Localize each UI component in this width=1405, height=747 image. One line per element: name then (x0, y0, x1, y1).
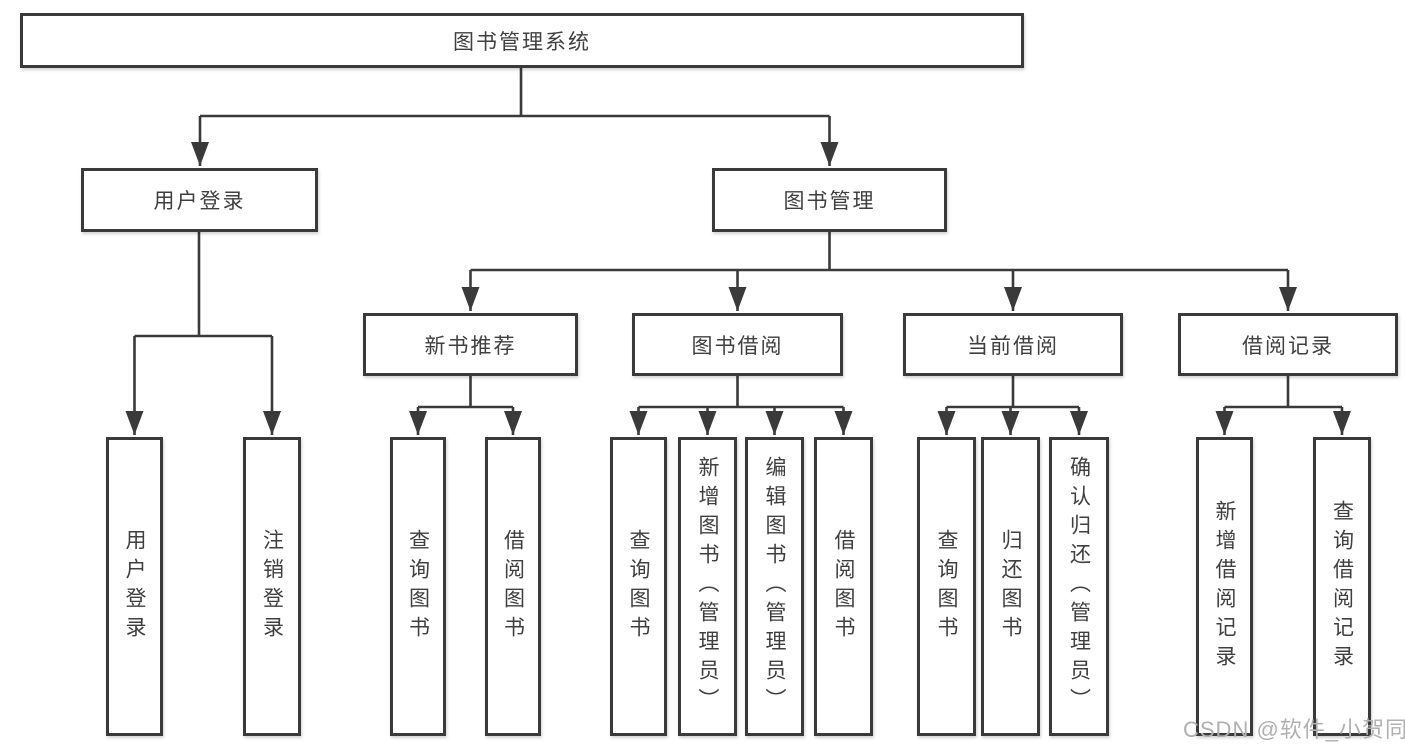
node-new-book-recommendation: 新书推荐 (363, 313, 578, 376)
leaf-query-books-borrowing: 查询图书 (610, 437, 667, 736)
leaf-query-borrow-record: 查询借阅记录 (1313, 437, 1371, 736)
leaf-add-books-admin: 新增图书（管理员） (678, 437, 737, 736)
leaf-edit-books-admin: 编辑图书（管理员） (745, 437, 804, 736)
leaf-borrow-books-borrowing: 借阅图书 (814, 437, 873, 736)
leaf-confirm-return-admin: 确认归还（管理员） (1049, 437, 1109, 736)
node-current-borrowing: 当前借阅 (903, 313, 1123, 376)
leaf-query-books-current: 查询图书 (917, 437, 976, 736)
leaf-return-books: 归还图书 (981, 437, 1040, 736)
csdn-watermark: CSDN @软件_小贺同学 (1183, 717, 1405, 742)
leaf-logout-login: 注销登录 (243, 437, 301, 736)
node-library-management-system: 图书管理系统 (20, 13, 1024, 68)
node-borrowing-records: 借阅记录 (1178, 313, 1398, 376)
leaf-add-borrow-record: 新增借阅记录 (1196, 437, 1253, 736)
node-user-login: 用户登录 (81, 168, 318, 232)
leaf-borrow-books-recommendation: 借阅图书 (485, 437, 541, 736)
leaf-user-login: 用户登录 (106, 437, 163, 736)
node-book-management: 图书管理 (712, 168, 947, 232)
leaf-query-books-recommendation: 查询图书 (390, 437, 446, 736)
node-book-borrowing: 图书借阅 (632, 313, 843, 376)
